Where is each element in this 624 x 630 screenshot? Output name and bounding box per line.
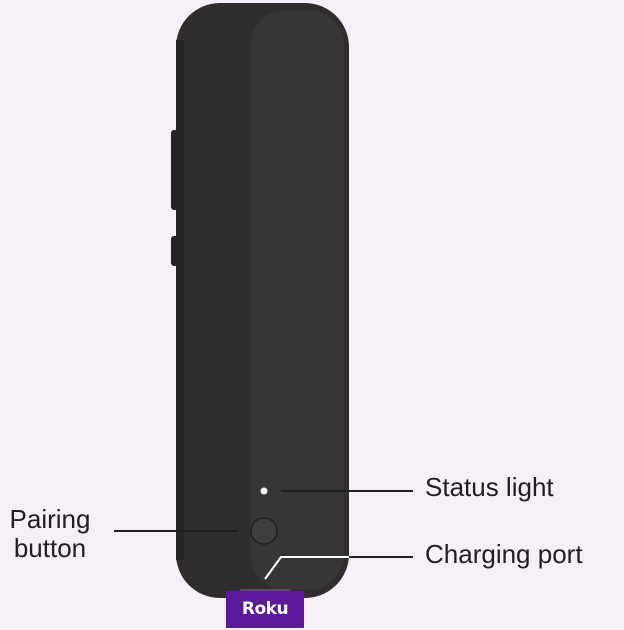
pairing-button-label: Pairing button — [0, 505, 100, 563]
roku-logo: Roku — [226, 591, 304, 628]
status-light-indicator — [261, 488, 268, 495]
pairing-button-label-line2: button — [0, 534, 100, 563]
charging-port-label: Charging port — [425, 540, 583, 569]
remote-highlight — [250, 10, 344, 590]
pairing-button — [251, 518, 277, 544]
remote-left-edge — [176, 40, 184, 560]
status-light-label: Status light — [425, 473, 554, 502]
pairing-button-label-line1: Pairing — [0, 505, 100, 534]
